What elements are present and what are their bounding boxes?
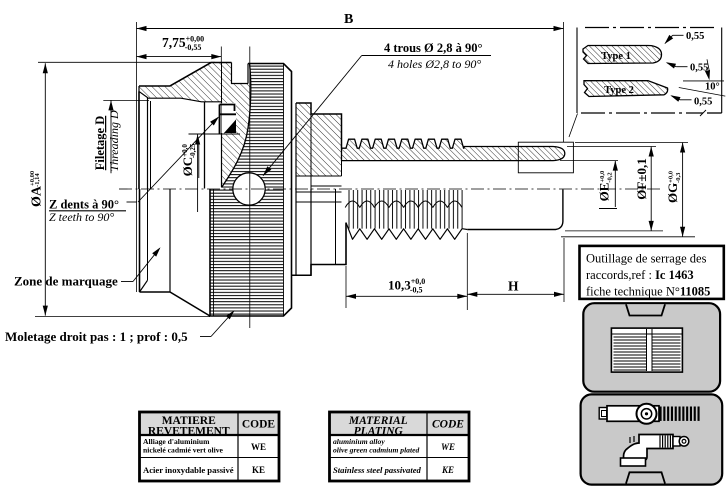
svg-text:Z dents à 90°: Z dents à 90° <box>49 198 119 212</box>
svg-text:KE: KE <box>252 465 265 475</box>
svg-text:7,75+0,00-0,55: 7,75+0,00-0,55 <box>162 35 204 53</box>
svg-text:ØF±0,1: ØF±0,1 <box>634 158 649 199</box>
svg-text:4 holes Ø2,8 to 90°: 4 holes Ø2,8 to 90° <box>388 57 481 71</box>
svg-text:Type 2: Type 2 <box>604 85 634 96</box>
svg-text:ØE+0,0-0,2: ØE+0,0-0,2 <box>597 171 614 202</box>
svg-text:PLATING: PLATING <box>354 426 404 438</box>
svg-text:Stainless steel passivated: Stainless steel passivated <box>333 465 422 475</box>
svg-text:Zone de marquage: Zone de marquage <box>14 274 118 289</box>
svg-text:Alliage d'aluminium: Alliage d'aluminium <box>143 437 210 446</box>
svg-text:WE: WE <box>251 442 266 452</box>
svg-text:0,55: 0,55 <box>694 97 712 108</box>
svg-text:CODE: CODE <box>432 419 464 431</box>
svg-text:Outillage de serrage des: Outillage de serrage des <box>586 252 707 266</box>
svg-text:10,3+0,0-0,5: 10,3+0,0-0,5 <box>388 277 425 295</box>
svg-text:REVETEMENT: REVETEMENT <box>148 426 230 438</box>
svg-text:KE: KE <box>441 465 454 475</box>
svg-text:Z teeth to 90°: Z teeth to 90° <box>49 210 114 224</box>
svg-text:10°: 10° <box>705 82 720 93</box>
svg-text:Acier inoxydable passivé: Acier inoxydable passivé <box>143 465 234 475</box>
svg-text:H: H <box>508 279 519 294</box>
svg-text:0,55: 0,55 <box>690 63 708 74</box>
svg-text:ØC+0,0-0,25: ØC+0,0-0,25 <box>180 143 197 176</box>
svg-text:Threading D: Threading D <box>107 110 121 172</box>
svg-text:fiche technique N°11085: fiche technique N°11085 <box>586 285 710 299</box>
svg-text:aluminium alloy: aluminium alloy <box>333 437 385 446</box>
svg-text:WE: WE <box>441 442 455 452</box>
svg-text:Moletage droit pas : 1 ; prof: Moletage droit pas : 1 ; prof : 0,5 <box>5 329 188 344</box>
svg-text:nickelé cadmié vert olive: nickelé cadmié vert olive <box>143 446 224 455</box>
svg-text:4 trous Ø 2,8 à 90°: 4 trous Ø 2,8 à 90° <box>384 41 483 55</box>
svg-text:0,55: 0,55 <box>686 31 704 42</box>
svg-text:CODE: CODE <box>242 419 276 431</box>
svg-text:raccords,ref : Ic 1463: raccords,ref : Ic 1463 <box>586 268 694 282</box>
svg-text:olive green cadmium plated: olive green cadmium plated <box>333 446 419 455</box>
svg-text:B: B <box>344 12 353 27</box>
svg-text:Type 1: Type 1 <box>601 51 631 62</box>
svg-text:ØA+0,00-1,14: ØA+0,00-1,14 <box>29 171 45 207</box>
svg-text:ØG+0,0-0,3: ØG+0,0-0,3 <box>665 171 682 203</box>
svg-text:Filetage D: Filetage D <box>93 116 107 171</box>
svg-text:MATERIAL: MATERIAL <box>348 415 408 427</box>
svg-text:MATIERE: MATIERE <box>162 415 216 427</box>
